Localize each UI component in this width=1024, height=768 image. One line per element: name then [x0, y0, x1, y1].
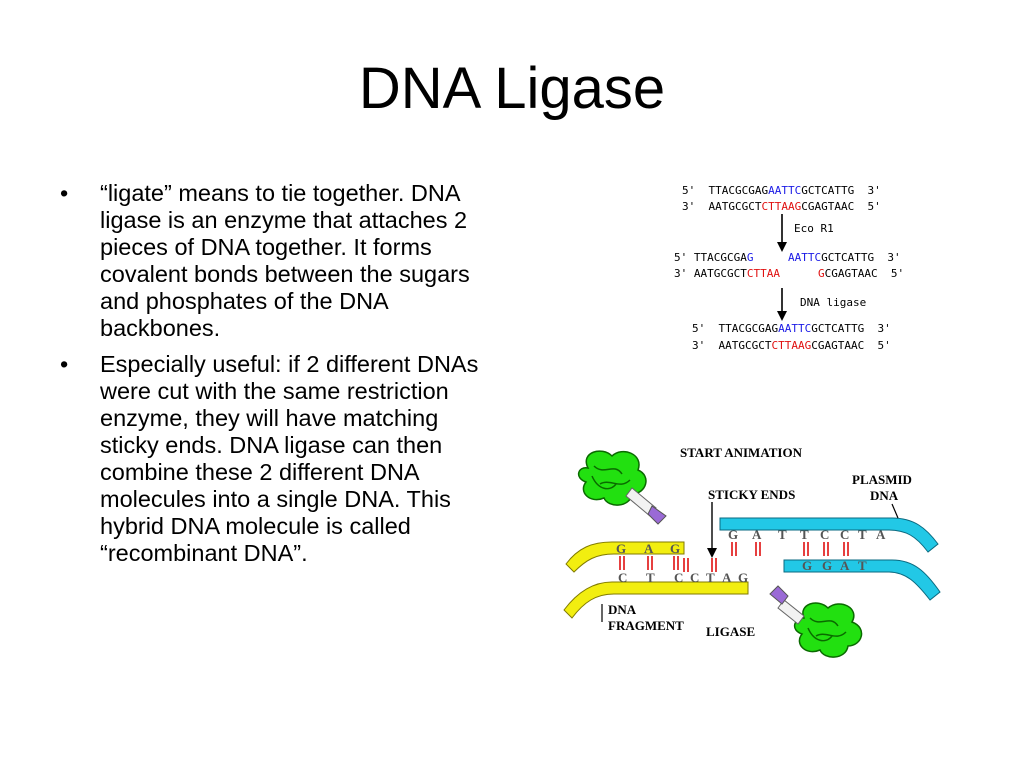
ecori-sequence-diagram: 5' TTACGCGAGAATTCGCTCATTG 3' 3' AATGCGCT… [660, 178, 940, 358]
ligase-enzyme-icon [577, 450, 667, 525]
arrows [777, 214, 787, 321]
bullet-item: • “ligate” means to tie together. DNA lig… [60, 180, 500, 342]
arrow-down-icon [777, 311, 787, 321]
dna-fragment [563, 541, 749, 619]
start-animation-label[interactable]: START ANIMATION [680, 445, 803, 460]
plasmid-bottom-bases: G G A T [802, 558, 867, 573]
seq-top-3: 5' TTACGCGAGAATTCGCTCATTG 3' [692, 322, 891, 335]
plasmid-label-line2: DNA [870, 488, 899, 503]
page-title: DNA Ligase [358, 56, 666, 121]
ligase-animation[interactable]: START ANIMATION [552, 432, 952, 672]
bullet-list: • “ligate” means to tie together. DNA lig… [60, 180, 500, 576]
base-pair-bonds [619, 542, 849, 572]
svg-text:C: C [840, 527, 849, 542]
svg-text:T: T [646, 570, 655, 585]
seq-bottom-2-left: 3' AATGCGCTCTTAA [674, 267, 780, 280]
ligase-enzyme-icon [769, 585, 863, 658]
seq-top-2-right: AATTCGCTCATTG 3' [788, 251, 901, 264]
fragment-label-line1: DNA [608, 602, 637, 617]
bullet-glyph: • [60, 351, 69, 377]
arrow-down-icon [777, 242, 787, 252]
bullet-text: “ligate” means to tie together. DNA liga… [100, 180, 470, 341]
svg-text:T: T [778, 527, 787, 542]
fragment-label-line2: FRAGMENT [608, 618, 684, 633]
svg-text:T: T [706, 570, 715, 585]
ligase-anim-label: LIGASE [706, 624, 755, 639]
svg-text:A: A [876, 527, 886, 542]
bullet-text: Especially useful: if 2 different DNAs w… [100, 351, 479, 566]
svg-text:G: G [802, 558, 812, 573]
fragment-bottom-bases: C T C C T A G [618, 570, 748, 585]
seq-bottom-1: 3' AATGCGCTCTTAAGCGAGTAAC 5' [682, 200, 881, 213]
enzyme-label: Eco R1 [794, 222, 834, 235]
fragment-top-bases: G A G [616, 541, 680, 556]
arrow-down-icon [707, 548, 717, 558]
svg-text:G: G [670, 541, 680, 556]
seq-bottom-3: 3' AATGCGCTCTTAAGCGAGTAAC 5' [692, 339, 891, 352]
seq-top-2-left: 5' TTACGCGAG [674, 251, 754, 264]
svg-text:G: G [822, 558, 832, 573]
plasmid-top-bases: G A T T C C T A [728, 527, 886, 542]
svg-text:C: C [820, 527, 829, 542]
sticky-ends-label: STICKY ENDS [708, 487, 795, 502]
svg-text:T: T [858, 527, 867, 542]
seq-top-1: 5' TTACGCGAGAATTCGCTCATTG 3' [682, 184, 881, 197]
bullet-item: • Especially useful: if 2 different DNAs … [60, 351, 500, 567]
ligase-label: DNA ligase [800, 296, 867, 309]
svg-text:C: C [674, 570, 683, 585]
plasmid-dna [719, 517, 941, 601]
svg-text:T: T [800, 527, 809, 542]
svg-text:C: C [618, 570, 627, 585]
svg-text:T: T [858, 558, 867, 573]
svg-text:A: A [722, 570, 732, 585]
svg-text:A: A [644, 541, 654, 556]
svg-text:C: C [690, 570, 699, 585]
svg-text:G: G [728, 527, 738, 542]
svg-text:A: A [840, 558, 850, 573]
svg-text:G: G [738, 570, 748, 585]
bullet-glyph: • [60, 180, 69, 206]
svg-text:A: A [752, 527, 762, 542]
seq-bottom-2-right: GCGAGTAAC 5' [818, 267, 905, 280]
plasmid-label-line1: PLASMID [852, 472, 912, 487]
svg-text:G: G [616, 541, 626, 556]
